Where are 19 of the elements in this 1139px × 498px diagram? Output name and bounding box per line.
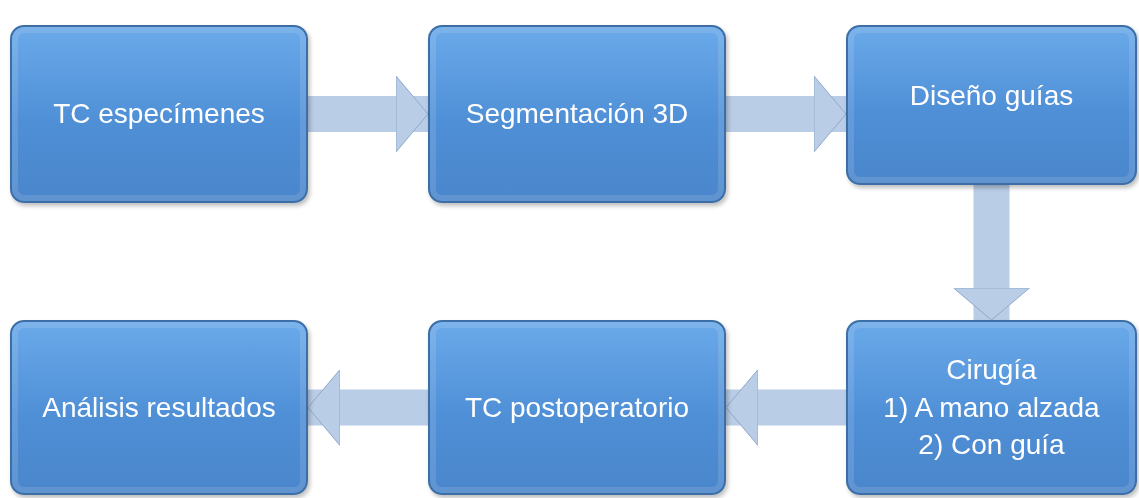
process-box — [846, 25, 1137, 185]
box-label: Segmentación 3D — [465, 97, 689, 132]
box-label: 1) A mano alzada — [883, 390, 1100, 425]
block-arrow — [726, 75, 847, 153]
box-label: Cirugía — [946, 352, 1037, 387]
box-label: Análisis resultados — [42, 390, 276, 425]
block-arrow — [953, 185, 1030, 321]
box-label: TC especímenes — [53, 97, 265, 132]
box-label: Diseño guías — [909, 79, 1074, 113]
process-box — [10, 320, 308, 495]
box-label: 2) Con guía — [918, 428, 1065, 463]
block-arrow — [308, 75, 429, 153]
block-arrow — [725, 369, 846, 446]
block-arrow — [307, 369, 428, 446]
process-box — [428, 320, 726, 495]
process-box — [428, 25, 726, 203]
box-label: TC postoperatorio — [464, 390, 690, 425]
process-box — [846, 320, 1137, 495]
process-box — [10, 25, 308, 203]
